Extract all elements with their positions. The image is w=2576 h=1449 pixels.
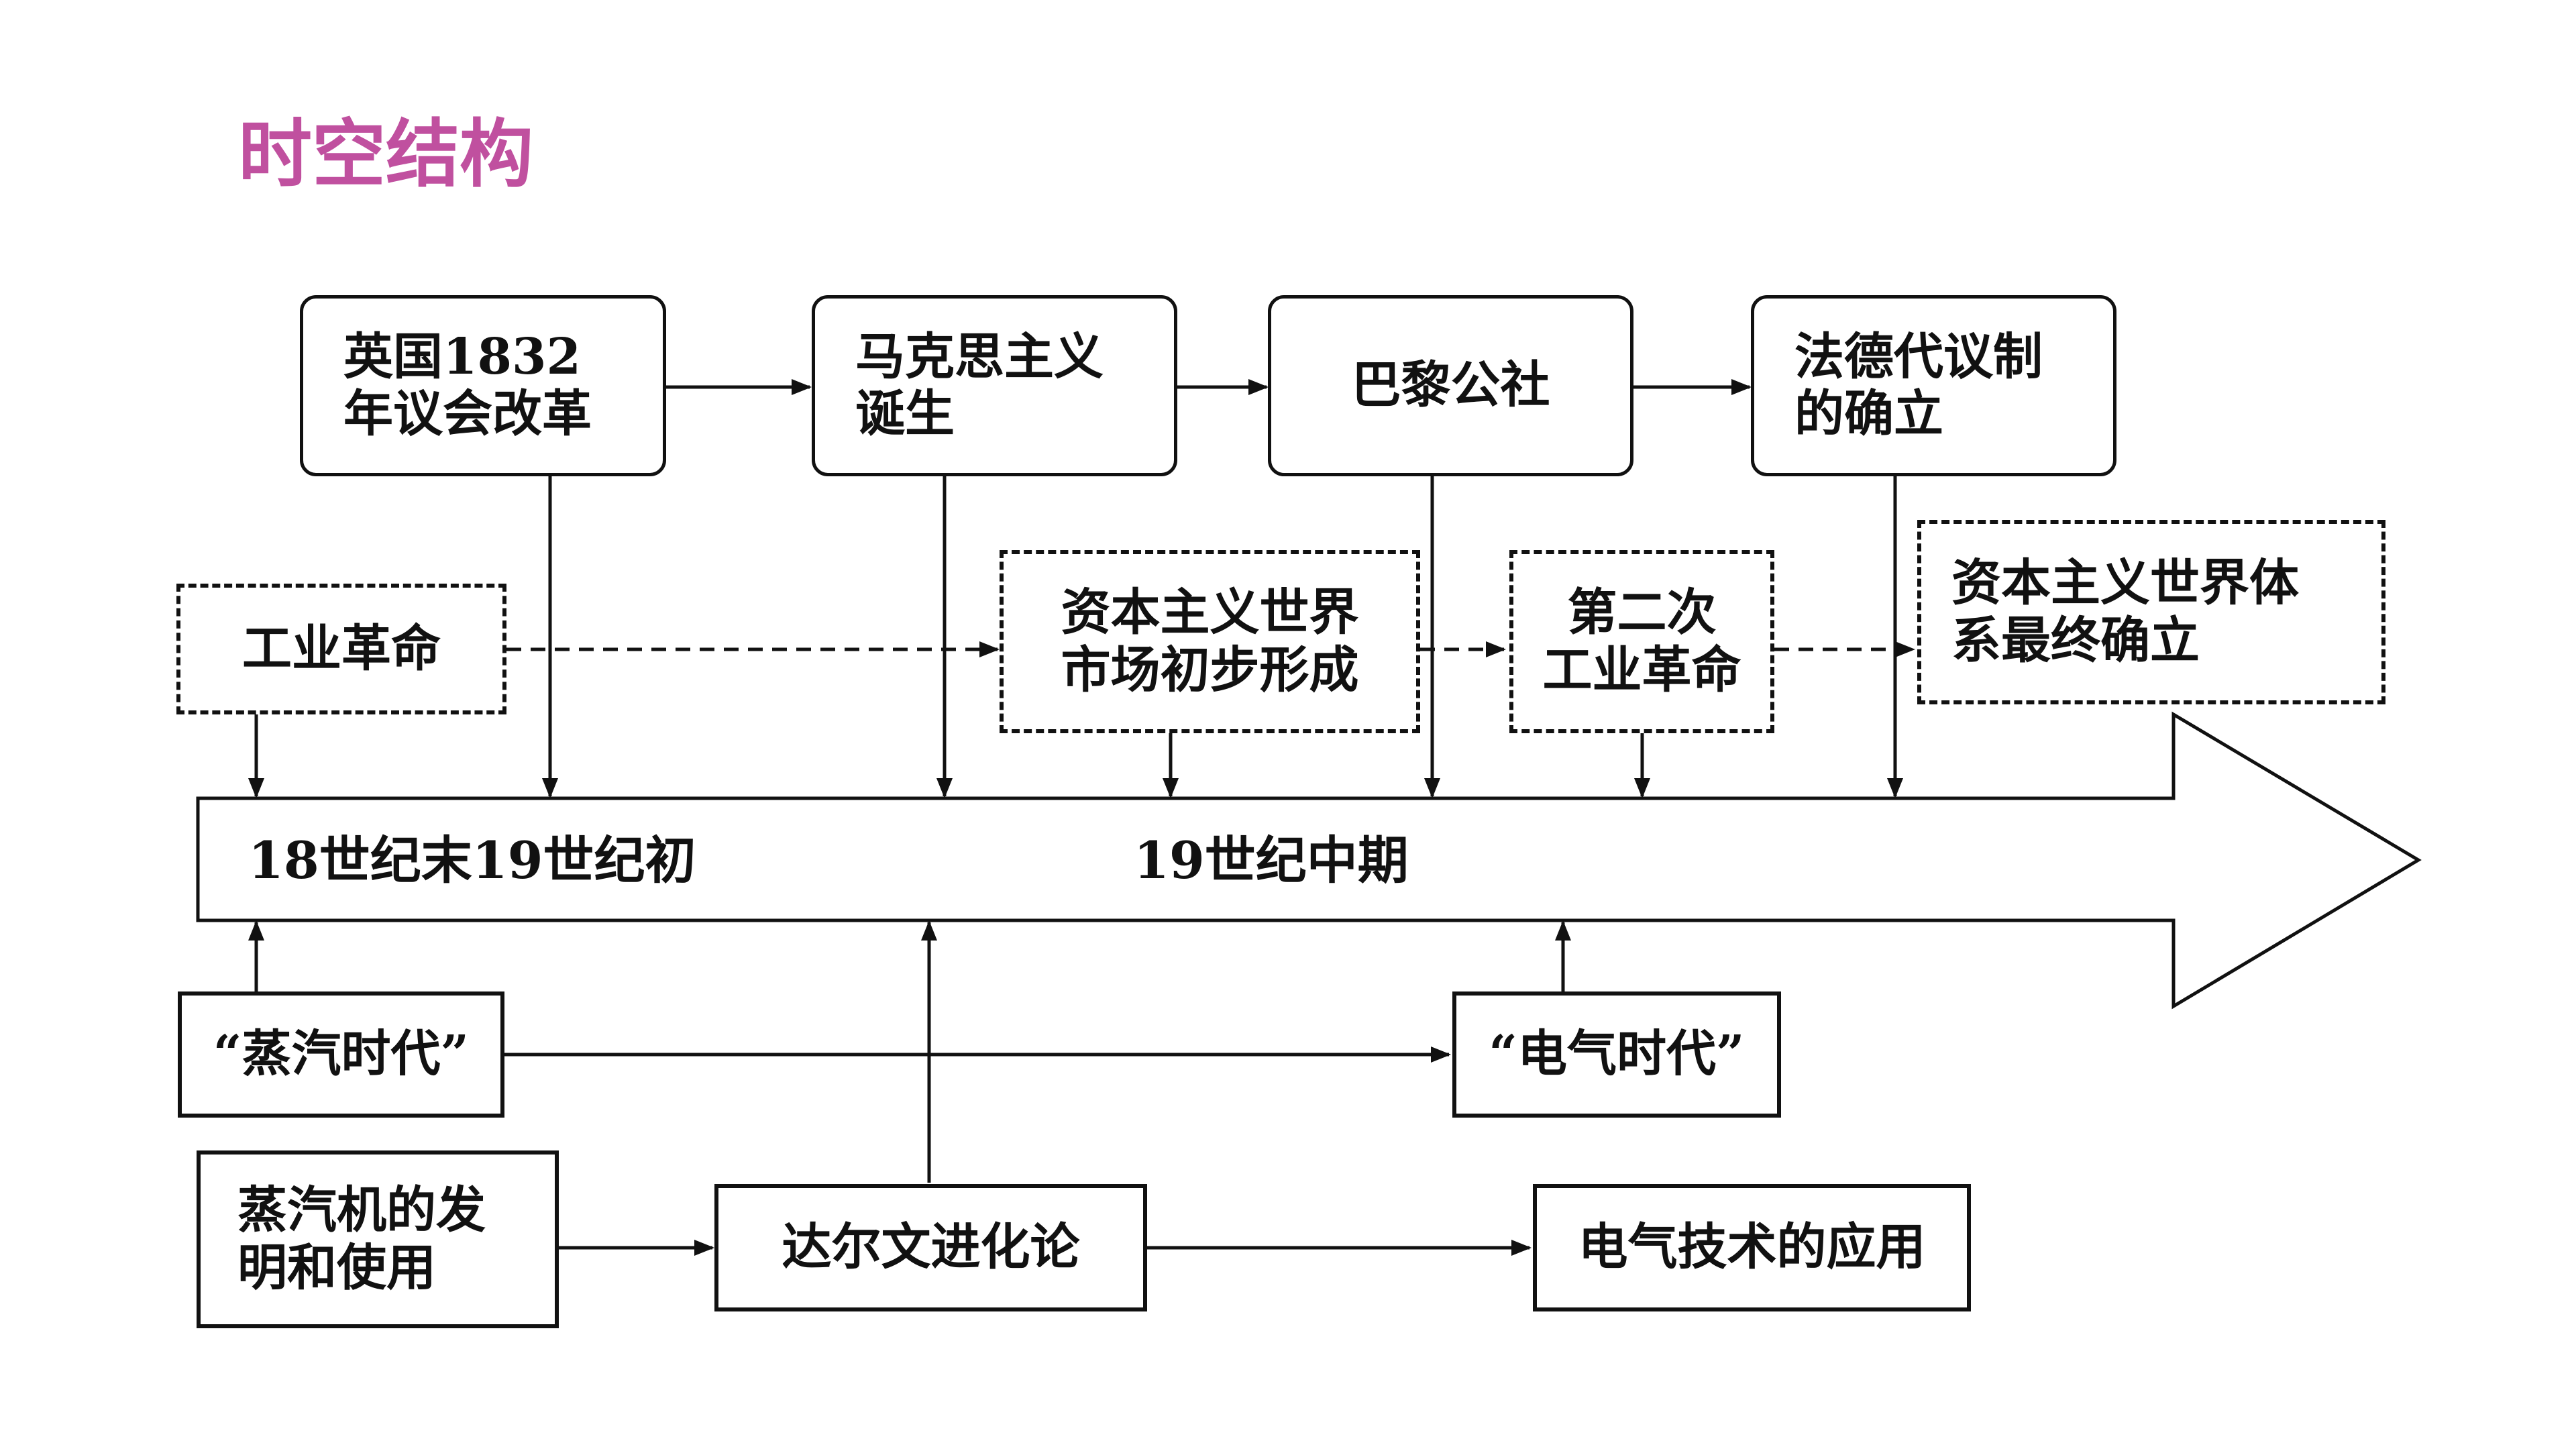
- timeline-label-start: 18世纪末19世纪初: [248, 830, 696, 890]
- tech-label: 达尔文进化论: [782, 1218, 1080, 1277]
- event-label: 资本主义世界体 系最终确立: [1951, 554, 2299, 669]
- timeline-arrow: [196, 711, 2422, 1010]
- tech-box-darwin-evolution: 达尔文进化论: [714, 1184, 1147, 1311]
- event-box-industrial-revolution: 工业革命: [176, 584, 506, 714]
- tech-label: 蒸汽机的发 明和使用: [237, 1181, 486, 1297]
- era-box-steam: “蒸汽时代”: [178, 991, 504, 1118]
- era-box-electric: “电气时代”: [1452, 991, 1781, 1118]
- event-box-parliament-reform-1832: 英国1832 年议会改革: [300, 295, 666, 476]
- page-title: 时空结构: [238, 111, 533, 197]
- event-box-marxism-birth: 马克思主义 诞生: [812, 295, 1177, 476]
- event-label: 英国1832 年议会改革: [343, 327, 592, 443]
- event-label: 马克思主义 诞生: [855, 327, 1104, 443]
- era-label: “蒸汽时代”: [213, 1025, 470, 1083]
- event-box-world-market-initial: 资本主义世界 市场初步形成: [1000, 550, 1420, 733]
- event-box-world-system-established: 资本主义世界体 系最终确立: [1917, 520, 2385, 704]
- tech-box-steam-engine: 蒸汽机的发 明和使用: [197, 1150, 559, 1328]
- event-box-representative-system: 法德代议制 的确立: [1751, 295, 2116, 476]
- event-label: 巴黎公社: [1351, 356, 1550, 415]
- timeline-label-mid: 19世纪中期: [1134, 830, 1409, 890]
- tech-box-electric-technology: 电气技术的应用: [1533, 1184, 1971, 1311]
- event-box-second-industrial-revolution: 第二次 工业革命: [1509, 550, 1774, 733]
- tech-label: 电气技术的应用: [1578, 1218, 1926, 1277]
- event-box-paris-commune: 巴黎公社: [1268, 295, 1633, 476]
- event-label: 工业革命: [242, 619, 441, 678]
- event-label: 第二次 工业革命: [1542, 584, 1741, 699]
- event-label: 法德代议制 的确立: [1794, 327, 2043, 443]
- event-label: 资本主义世界 市场初步形成: [1061, 584, 1359, 699]
- era-label: “电气时代”: [1489, 1025, 1745, 1083]
